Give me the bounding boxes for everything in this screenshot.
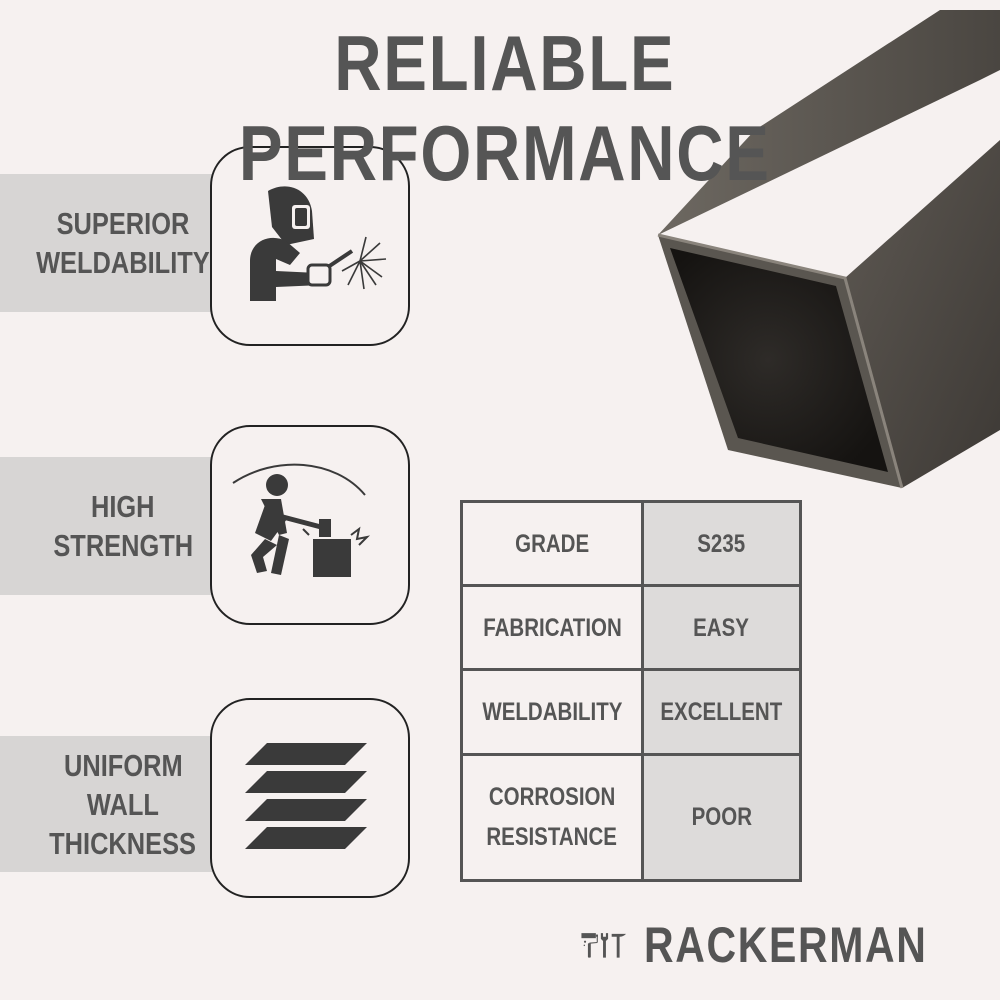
feature-label-line: WALL: [86, 786, 160, 822]
feature-icon-box: [210, 425, 410, 625]
layered-sheets-icon: [245, 743, 367, 849]
tools-logo-icon: [581, 933, 627, 958]
welder-icon: [250, 186, 387, 301]
spec-value: EASY: [693, 613, 750, 642]
feature-icon-box: [210, 146, 410, 346]
spec-label: RESISTANCE: [486, 823, 618, 852]
spec-label: CORROSION: [488, 783, 616, 812]
specs-table: GRADE S235 FABRICATION EASY WELDABILITY …: [459, 499, 802, 883]
spec-value: EXCELLENT: [660, 698, 783, 727]
feature-label-box: HIGH STRENGTH: [0, 457, 246, 595]
brand-logo: RACKERMAN: [580, 905, 990, 985]
feature-icon-box: [210, 698, 410, 898]
feature-label-line: STRENGTH: [53, 528, 193, 563]
spec-label: GRADE: [515, 529, 590, 558]
spec-label-cell: FABRICATION: [459, 584, 645, 672]
feature-label-line: THICKNESS: [49, 825, 197, 861]
feature-label-line: WELDABILITY: [36, 245, 210, 280]
table-row: CORROSION RESISTANCE POOR: [459, 752, 802, 883]
feature-label-line: SUPERIOR: [56, 206, 190, 241]
feature-label-box: SUPERIOR WELDABILITY: [0, 174, 246, 312]
spec-value-cell: POOR: [641, 752, 802, 883]
table-row: FABRICATION EASY: [459, 584, 802, 672]
spec-value: S235: [697, 529, 746, 558]
steel-tube-image: [657, 10, 1000, 489]
feature-superior-weldability: SUPERIOR WELDABILITY: [0, 146, 420, 356]
spec-value-cell: EASY: [641, 584, 802, 672]
brand-name: RACKERMAN: [644, 917, 928, 973]
spec-value: POOR: [691, 803, 752, 832]
table-row: WELDABILITY EXCELLENT: [459, 668, 802, 756]
spec-value-cell: EXCELLENT: [641, 668, 802, 756]
spec-label: WELDABILITY: [481, 698, 623, 727]
spec-value-cell: S235: [641, 499, 802, 588]
spec-label-cell: WELDABILITY: [459, 668, 645, 756]
page-title: RELIABLE PERFORMANCE: [238, 19, 771, 197]
feature-high-strength: HIGH STRENGTH: [0, 425, 420, 635]
feature-label-box: UNIFORM WALL THICKNESS: [0, 736, 246, 872]
spec-label: FABRICATION: [482, 613, 622, 642]
spec-label-cell: GRADE: [459, 499, 645, 588]
table-row: GRADE S235: [459, 499, 802, 588]
strength-worker-icon: [232, 463, 371, 577]
feature-label-line: HIGH: [91, 489, 155, 524]
feature-label-line: UNIFORM: [63, 747, 183, 783]
feature-uniform-wall-thickness: UNIFORM WALL THICKNESS: [0, 698, 420, 908]
spec-label-cell: CORROSION RESISTANCE: [459, 752, 645, 883]
